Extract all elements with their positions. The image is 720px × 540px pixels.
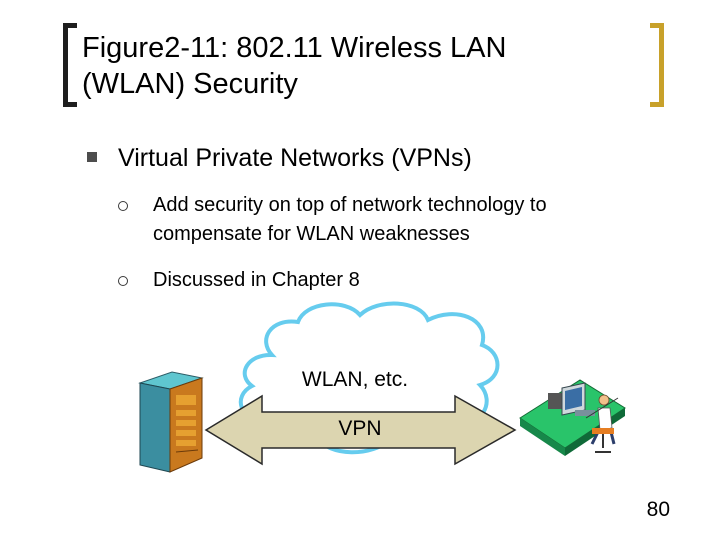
ring-bullet-icon — [118, 201, 128, 211]
title-bracket-left — [63, 23, 77, 107]
page-number: 80 — [646, 498, 670, 521]
title-line-2: (WLAN) Security — [82, 68, 298, 100]
title-bracket-right — [650, 23, 664, 107]
sub-bullet-1-line-1: Add security on top of network technolog… — [153, 194, 547, 216]
vpn-label: VPN — [338, 417, 382, 440]
server-icon — [138, 371, 204, 473]
workstation-user-icon — [519, 379, 626, 456]
ring-bullet-icon — [118, 276, 128, 286]
bullet-vpns: Virtual Private Networks (VPNs) — [118, 144, 472, 172]
cloud-label: WLAN, etc. — [301, 368, 409, 391]
title-line-1: Figure2-11: 802.11 Wireless LAN — [82, 32, 507, 64]
vpn-tunnel-arrow — [204, 394, 517, 466]
square-bullet-icon — [87, 152, 97, 162]
slide-title: Figure2-11: 802.11 Wireless LAN (WLAN) S… — [82, 30, 642, 102]
sub-bullet-2: Discussed in Chapter 8 — [153, 269, 360, 291]
sub-bullet-1-line-2: compensate for WLAN weaknesses — [153, 223, 470, 245]
